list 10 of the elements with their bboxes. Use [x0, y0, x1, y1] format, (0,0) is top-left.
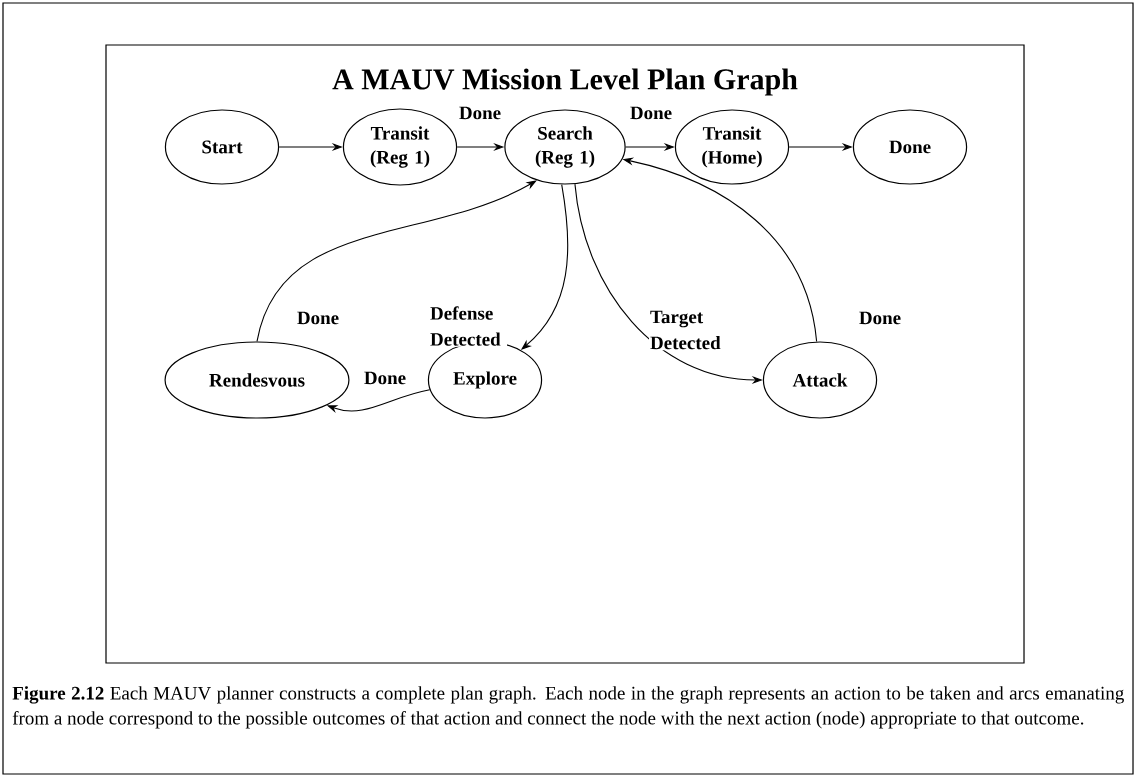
edge-label: Done — [295, 310, 341, 326]
edge-label: Done — [628, 105, 674, 121]
edge-label: Done — [362, 370, 408, 386]
edge-label: Done — [457, 105, 503, 121]
edge-label: Defense Detected — [429, 305, 507, 347]
edge-label: Done — [857, 310, 903, 326]
title: A MAUV Mission Level Plan Graph — [332, 68, 798, 96]
edge-label: Target Detected — [649, 309, 731, 351]
caption: Figure 2.12 Each MAUV planner constructs a complete plan graph. Each node in the graph represents an action to be taken and arcs emanating from a node correspond to the possible outcomes of that action and connect the node with the next action (node) appropriate to that outcome. — [12, 686, 1124, 729]
arrow — [256, 180, 537, 342]
